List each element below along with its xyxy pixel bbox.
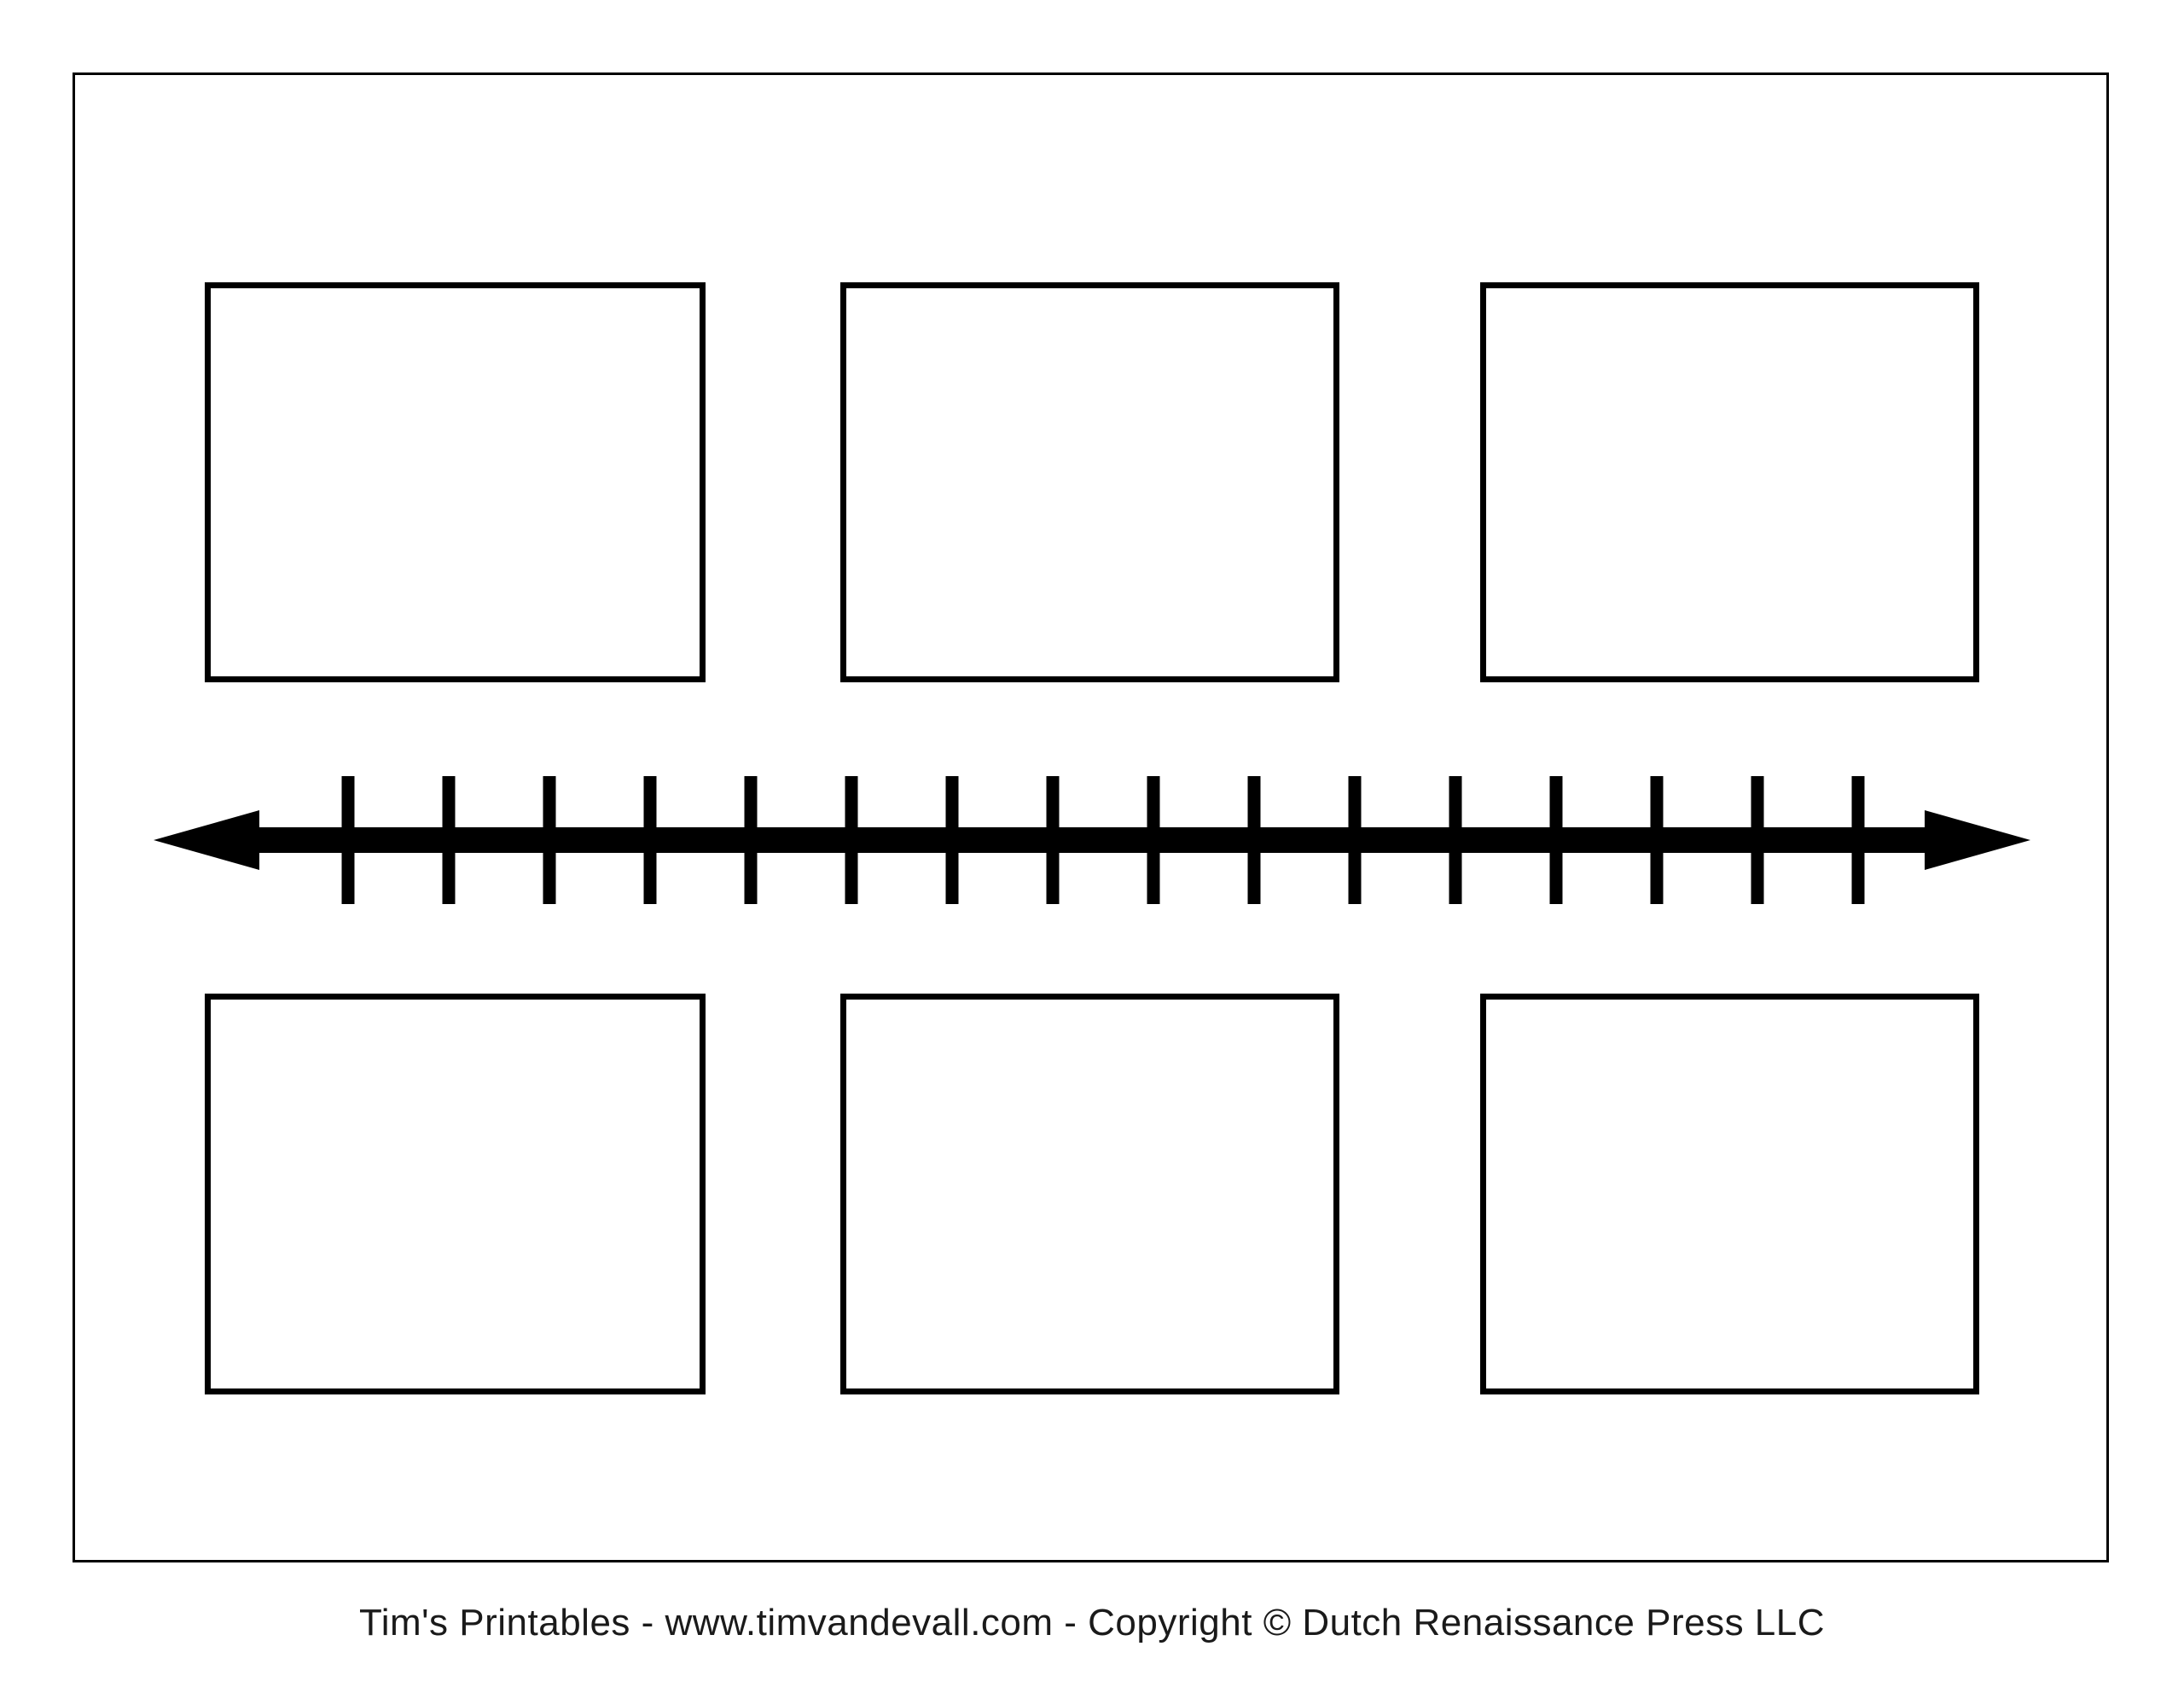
number-line-tick (845, 776, 858, 904)
number-line-tick (341, 776, 355, 904)
number-line-tick (1348, 776, 1362, 904)
number-line-svg (154, 776, 2030, 904)
number-line-tick (1046, 776, 1060, 904)
number-line-tick (1650, 776, 1664, 904)
number-line-shaft (247, 827, 1933, 853)
answer-box-bottom-3[interactable] (1480, 994, 1979, 1394)
number-line-tick (1851, 776, 1865, 904)
number-line-tick (1549, 776, 1563, 904)
answer-box-top-3[interactable] (1480, 282, 1979, 682)
number-line-tick (945, 776, 959, 904)
answer-box-bottom-1[interactable] (205, 994, 706, 1394)
number-line-left-arrowhead (154, 810, 259, 870)
number-line-right-arrowhead (1925, 810, 2030, 870)
number-line-tick (1147, 776, 1160, 904)
footer-credit-line: Tim's Printables - www.timvandevall.com … (358, 1602, 1826, 1644)
number-line-tick (543, 776, 556, 904)
number-line-tick (643, 776, 657, 904)
number-line-tick (744, 776, 758, 904)
number-line-ticks (341, 776, 1865, 904)
number-line-tick (1247, 776, 1261, 904)
page-border (73, 72, 2109, 1562)
number-line-tick (442, 776, 456, 904)
answer-box-bottom-2[interactable] (840, 994, 1339, 1394)
number-line-tick (1751, 776, 1764, 904)
answer-box-top-1[interactable] (205, 282, 706, 682)
answer-box-top-2[interactable] (840, 282, 1339, 682)
number-line (0, 759, 2184, 921)
number-line-tick (1449, 776, 1462, 904)
